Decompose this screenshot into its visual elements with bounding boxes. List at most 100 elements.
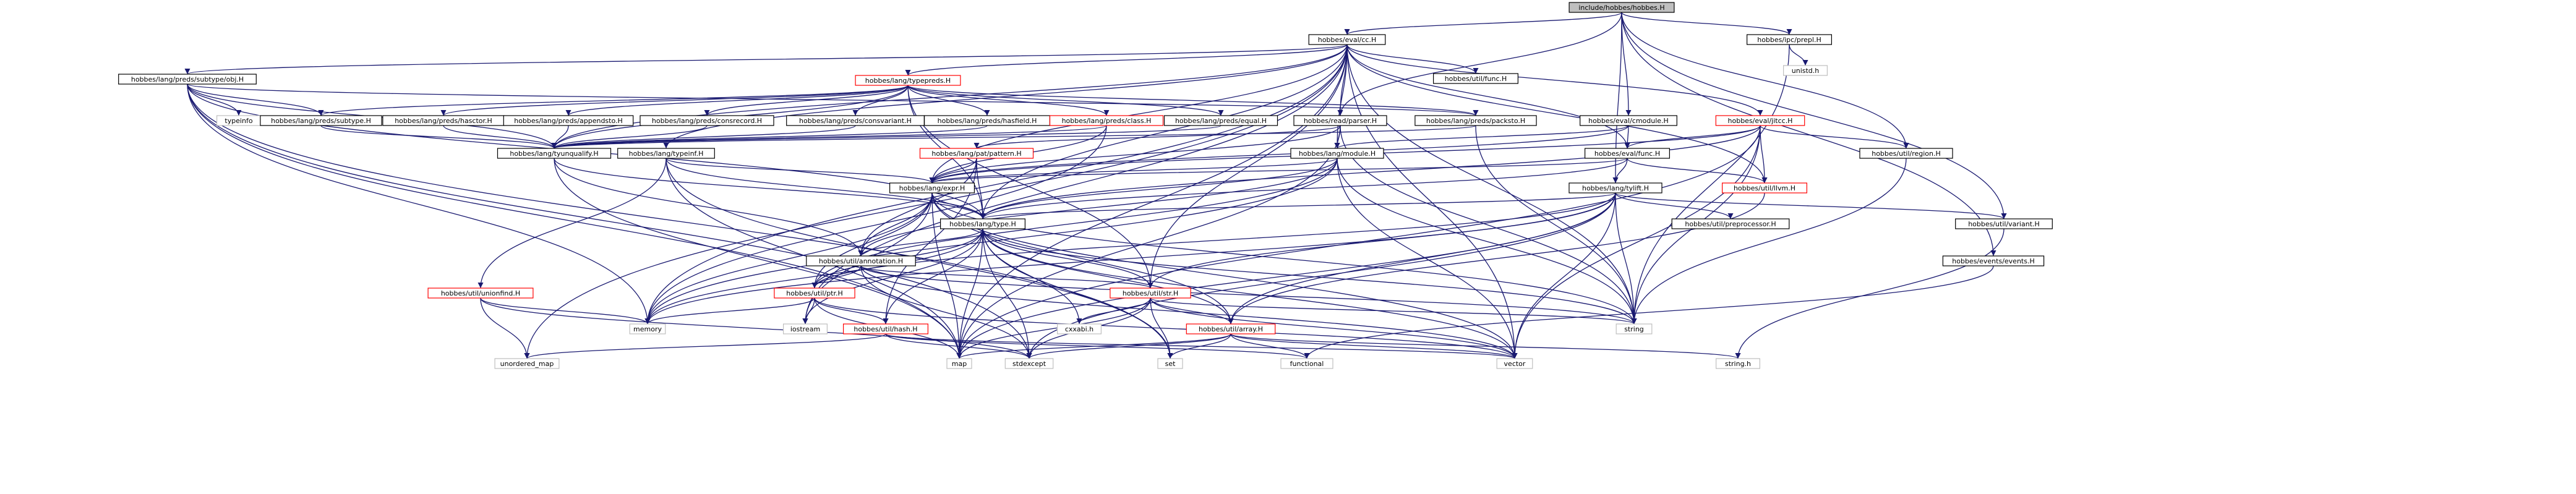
edge-expr-to-string [931,192,1637,325]
node-label-array: hobbes/util/array.H [1199,325,1263,333]
node-llvm[interactable]: hobbes/util/llvm.H [1722,182,1808,194]
edge-subtype-to-tyunqualify [320,125,557,149]
node-jitcc[interactable]: hobbes/eval/jitcc.H [1715,115,1805,126]
edge-tylift-to-type [980,192,1616,219]
node-consrecord[interactable]: hobbes/lang/preds/consrecord.H [640,115,774,126]
node-hash[interactable]: hobbes/util/hash.H [842,323,928,334]
node-box-jitcc [1715,115,1805,126]
node-cmodule[interactable]: hobbes/eval/cmodule.H [1580,115,1677,126]
node-equal[interactable]: hobbes/lang/preds/equal.H [1163,115,1278,126]
node-array[interactable]: hobbes/util/array.H [1186,323,1276,334]
node-predclass[interactable]: hobbes/lang/preds/class.H [1049,115,1164,126]
node-tyunqualify[interactable]: hobbes/lang/tyunqualify.H [497,148,612,159]
node-label-consrecord: hobbes/lang/preds/consrecord.H [652,117,762,125]
node-box-cmodule [1580,115,1677,126]
node-box-subtypeobj [118,74,257,85]
node-box-stdexcept [1004,358,1054,369]
edge-module-to-string [1337,158,1637,325]
dependency-nodes: include/hobbes/hobbes.H hobbes/eval/cc.H h… [118,2,2053,369]
edge-str-to-string [1150,297,1637,325]
node-preprocessor[interactable]: hobbes/util/preprocessor.H [1671,218,1790,229]
node-type[interactable]: hobbes/lang/type.H [939,218,1025,229]
node-consvariant[interactable]: hobbes/lang/preds/consvariant.H [786,115,925,126]
node-box-evalcc [1308,34,1386,45]
node-box-unordered_map [494,358,560,369]
node-label-cmodule: hobbes/eval/cmodule.H [1588,117,1669,125]
edge-readparser-to-string [1340,125,1637,325]
edge-tyunqualify-to-map [554,158,962,359]
node-box-region [1859,148,1953,159]
node-evalcc[interactable]: hobbes/eval/cc.H [1308,34,1386,45]
edge-typepreds-to-subtype [318,85,909,116]
node-typepreds[interactable]: hobbes/lang/typepreds.H [855,75,961,86]
node-box-appendsto [503,115,634,126]
node-subtype[interactable]: hobbes/lang/preds/subtype.H [260,115,382,126]
node-variant[interactable]: hobbes/util/variant.H [1955,218,2053,229]
edge-type-to-vector [982,228,1518,359]
edge-type-to-array [982,228,1234,325]
edge-type-to-memory [644,228,983,325]
node-label-annotation: hobbes/util/annotation.H [819,257,903,265]
edge-typeinf-to-unionfind [477,158,667,289]
node-events[interactable]: hobbes/events/events.H [1942,255,2045,266]
node-readparser[interactable]: hobbes/read/parser.H [1293,115,1387,126]
node-module[interactable]: hobbes/lang/module.H [1290,148,1384,159]
edge-tylift-to-map [956,192,1616,359]
node-label-set: set [1165,360,1176,368]
edge-region-to-string [1631,158,1907,325]
node-stringh: string.h [1716,358,1761,369]
edge-tylift-to-variant [1615,192,2007,219]
edge-root-to-events [1621,12,1996,257]
edge-str-to-array [1150,297,1234,325]
node-subtypeobj[interactable]: hobbes/lang/preds/subtype/obj.H [118,74,257,85]
node-ipcprepl[interactable]: hobbes/ipc/prepl.H [1747,34,1833,45]
edge-evalcc-to-memory [644,44,1348,325]
edge-unionfind-to-unordered_map [480,297,530,359]
node-label-hasfield: hobbes/lang/preds/hasfield.H [938,117,1037,125]
node-annotation[interactable]: hobbes/util/annotation.H [806,255,916,266]
node-appendsto[interactable]: hobbes/lang/preds/appendsto.H [503,115,634,126]
node-label-tylift: hobbes/lang/tylift.H [1582,184,1649,192]
edge-annotation-to-vector [860,265,1518,359]
edge-hasctor-to-tyunqualify [443,125,557,149]
node-label-evalfunc: hobbes/eval/func.H [1594,150,1660,158]
node-ptr[interactable]: hobbes/util/ptr.H [774,287,855,299]
node-patpattern[interactable]: hobbes/lang/pat/pattern.H [919,148,1034,159]
edge-evalcc-to-subtypeobj [185,44,1348,75]
node-unionfind[interactable]: hobbes/util/unionfind.H [427,287,534,299]
node-evalfunc[interactable]: hobbes/eval/func.H [1585,148,1671,159]
edge-ptr-to-hash [814,297,889,325]
node-tylift[interactable]: hobbes/lang/tylift.H [1568,182,1662,194]
node-box-typeinf [617,148,715,159]
node-label-unistd: unistd.h [1792,67,1820,75]
node-root[interactable]: include/hobbes/hobbes.H [1568,2,1675,13]
edge-root-to-evalcc [1344,12,1622,35]
edge-tylift-to-vector [1512,192,1616,359]
edge-subtypeobj-to-stdexcept [187,83,1032,359]
node-label-tyunqualify: hobbes/lang/tyunqualify.H [510,150,598,158]
node-string: string [1615,323,1653,334]
node-utilfunc[interactable]: hobbes/util/func.H [1433,73,1519,84]
node-typeinf[interactable]: hobbes/lang/typeinf.H [617,148,715,159]
node-label-cxxabi: cxxabi.h [1065,325,1093,333]
node-label-equal: hobbes/lang/preds/equal.H [1175,117,1267,125]
node-box-tylift [1568,182,1662,194]
node-hasctor[interactable]: hobbes/lang/preds/hasctor.H [382,115,505,126]
node-region[interactable]: hobbes/util/region.H [1859,148,1953,159]
edge-ptr-to-vector [814,297,1518,359]
node-label-type: hobbes/lang/type.H [949,220,1016,228]
edge-type-to-set [982,228,1173,359]
edge-array-to-stdexcept [1026,333,1231,359]
node-expr[interactable]: hobbes/lang/expr.H [889,182,975,194]
node-label-appendsto: hobbes/lang/preds/appendsto.H [514,117,623,125]
edge-evalfunc-to-llvm [1627,158,1768,184]
edge-type-to-string [982,228,1637,325]
node-label-map: map [952,360,967,368]
edge-patpattern-to-type [976,158,986,219]
node-hasfield[interactable]: hobbes/lang/preds/hasfield.H [923,115,1050,126]
edge-module-to-vector [1337,158,1518,359]
node-cxxabi: cxxabi.h [1056,323,1102,334]
node-label-region: hobbes/util/region.H [1872,150,1941,158]
node-packsto[interactable]: hobbes/lang/preds/packsto.H [1414,115,1537,126]
node-str[interactable]: hobbes/util/str.H [1110,287,1191,299]
